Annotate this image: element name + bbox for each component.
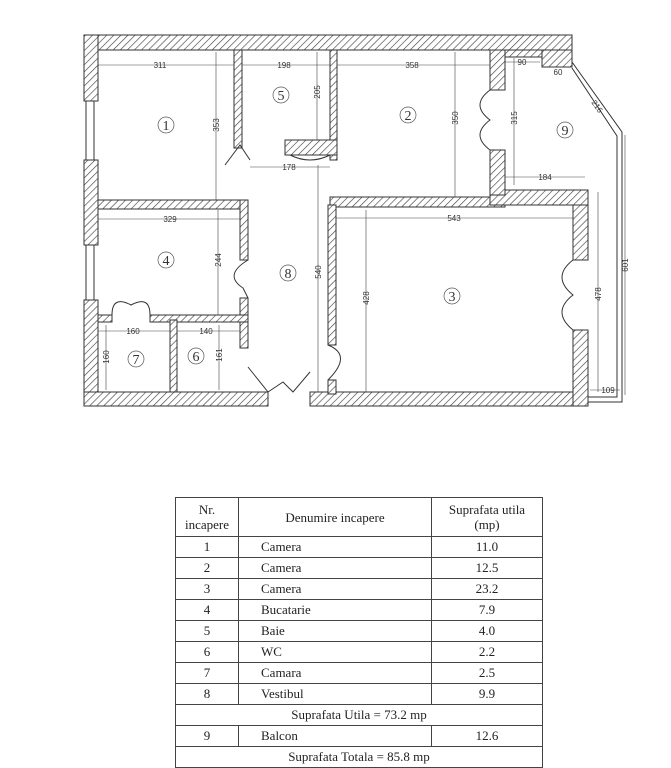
dim-label: 428 (362, 291, 371, 305)
room-nr: 6 (175, 641, 239, 663)
room-nr: 2 (175, 557, 239, 579)
room-nr: 9 (175, 725, 239, 747)
room-label: 9 (562, 124, 569, 139)
total-row: Suprafata Totala = 85.8 mp (175, 746, 543, 768)
floor-plan: 311 198 358 90 60 216 353 205 350 315 17… (83, 34, 630, 407)
room-name: WC (238, 641, 432, 663)
dim-label: 205 (313, 85, 322, 99)
room-area: 2.2 (431, 641, 543, 663)
room-label: 1 (163, 119, 170, 134)
walls (83, 34, 589, 407)
dim-label: 90 (518, 58, 527, 67)
dim-label: 184 (538, 173, 552, 182)
room-number-labels: 1 2 3 4 5 6 7 8 9 (133, 89, 569, 368)
room-name: Camera (238, 536, 432, 558)
dim-label: 109 (601, 386, 615, 395)
room-label: 2 (405, 109, 412, 124)
room-area: 23.2 (431, 578, 543, 600)
room-area: 11.0 (431, 536, 543, 558)
dim-label: 329 (163, 215, 177, 224)
dim-label: 353 (212, 118, 221, 132)
room-nr: 8 (175, 683, 239, 705)
dim-label: 216 (590, 99, 605, 116)
room-area: 7.9 (431, 599, 543, 621)
room-nr: 5 (175, 620, 239, 642)
room-name: Bucatarie (238, 599, 432, 621)
dim-label: 543 (447, 214, 461, 223)
dim-label: 244 (214, 253, 223, 267)
room-name: Camera (238, 578, 432, 600)
room-nr: 4 (175, 599, 239, 621)
room-label: 7 (133, 353, 140, 368)
dim-label: 160 (102, 350, 111, 364)
dim-label: 198 (277, 61, 291, 70)
dim-label: 161 (215, 348, 224, 362)
subtotal: Suprafata Utila = 73.2 mp (175, 704, 543, 726)
room-name: Balcon (238, 725, 432, 747)
room-area: 12.6 (431, 725, 543, 747)
room-area: 4.0 (431, 620, 543, 642)
dim-label: 540 (314, 265, 323, 279)
room-nr: 1 (175, 536, 239, 558)
room-name: Baie (238, 620, 432, 642)
room-label: 5 (278, 89, 285, 104)
room-numbers (127, 86, 574, 368)
dim-label: 350 (451, 111, 460, 125)
dim-label: 60 (554, 68, 563, 77)
dim-label: 160 (126, 327, 140, 336)
balcony-outline (85, 61, 623, 403)
room-area: 9.9 (431, 683, 543, 705)
dim-label: 601 (621, 258, 630, 272)
room-label: 8 (285, 267, 292, 282)
header-area: Suprafata utila (mp) (431, 497, 543, 537)
room-nr: 7 (175, 662, 239, 684)
room-area: 12.5 (431, 557, 543, 579)
dim-label: 140 (199, 327, 213, 336)
room-label: 6 (193, 350, 200, 365)
room-name: Camara (238, 662, 432, 684)
dim-label: 478 (594, 287, 603, 301)
dim-label: 178 (282, 163, 296, 172)
room-nr: 3 (175, 578, 239, 600)
room-label: 3 (449, 290, 456, 305)
room-name: Vestibul (238, 683, 432, 705)
doors (111, 89, 574, 393)
header-nr: Nr. incapere (175, 497, 239, 537)
table-row: 9 Balcon 12.6 (175, 725, 543, 747)
dim-label: 311 (154, 61, 167, 70)
table-header: Nr. incapere Denumire incapere Suprafata… (175, 497, 543, 537)
room-label: 4 (163, 254, 170, 269)
area-table: Nr. incapere Denumire incapere Suprafata… (175, 497, 543, 768)
subtotal-row: Suprafata Utila = 73.2 mp (175, 704, 543, 726)
room-area: 2.5 (431, 662, 543, 684)
room-name: Camera (238, 557, 432, 579)
total: Suprafata Totala = 85.8 mp (175, 746, 543, 768)
dim-label: 358 (405, 61, 419, 70)
dim-label: 315 (510, 111, 519, 125)
header-name: Denumire incapere (238, 497, 432, 537)
dimension-labels: 311 198 358 90 60 216 353 205 350 315 17… (102, 58, 630, 395)
dimension-lines (98, 52, 626, 395)
